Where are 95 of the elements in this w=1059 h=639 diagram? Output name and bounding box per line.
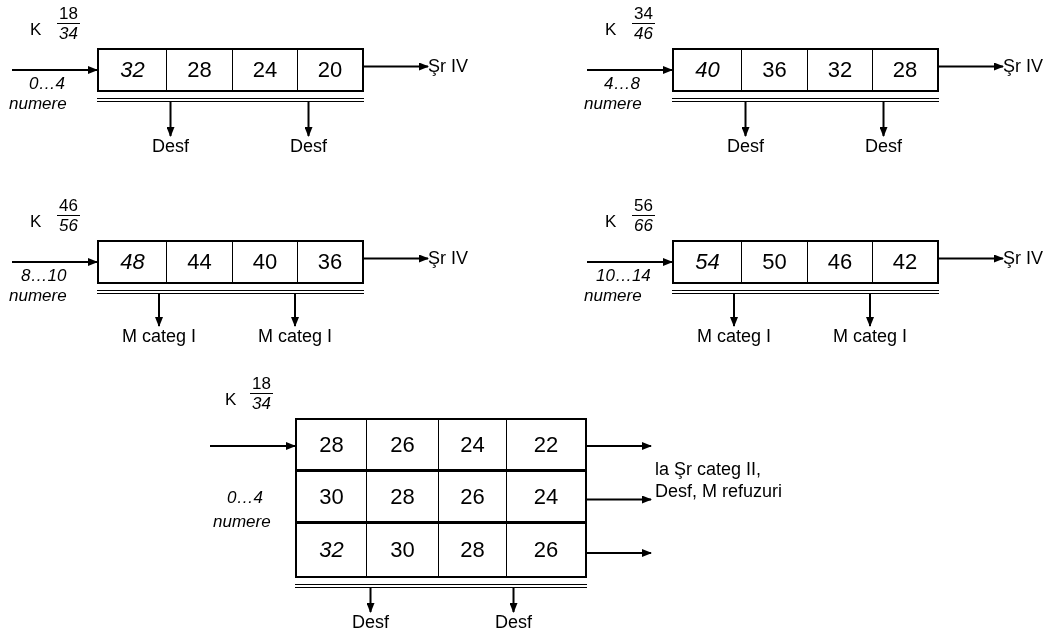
number-cell: 28 [167,50,233,90]
number-cell: 44 [167,242,233,282]
mesh-numerator: 46 [57,196,80,216]
number-cell: 32 [808,50,873,90]
sieve-mark: K [30,20,42,40]
arrow [938,254,1004,263]
number-cell: 30 [367,524,439,576]
sieve-table [672,48,939,102]
output-label: Şr IV [428,248,468,269]
number-cell: 26 [367,420,439,472]
arrow [363,62,429,71]
number-cell-text: 28 [891,56,919,84]
number-cell: 40 [674,50,742,90]
unit-label: numere [213,512,271,532]
output-label: Şr IV [428,56,468,77]
arrow [586,549,652,557]
arrow [879,101,888,137]
number-cell-text: 42 [891,248,919,276]
arrow [586,258,673,266]
number-cell-text: 36 [316,248,344,276]
number-cell: 26 [439,472,507,524]
sieve-table [672,240,939,294]
arrow [363,254,429,263]
sieve-mark: K [225,390,237,410]
arrow [11,66,98,74]
arrow [366,587,375,613]
mesh-denominator: 56 [58,216,79,235]
number-cell: 28 [297,420,367,472]
output-label: Desf [495,612,532,633]
mesh-denominator: 46 [633,24,654,43]
number-cell: 28 [439,524,507,576]
arrow [209,442,296,450]
unit-label: numere [9,286,67,306]
mesh-numerator: 56 [632,196,655,216]
arrow [938,62,1004,71]
number-cell: 32 [297,524,367,576]
number-cell: 46 [808,242,873,282]
number-cell: 40 [233,242,298,282]
arrow [509,587,518,613]
number-cell: 24 [233,50,298,90]
arrow [866,293,874,327]
mesh-denominator: 66 [633,216,654,235]
mesh-numerator: 34 [632,4,655,24]
output-label: Şr IV [1003,248,1043,269]
output-label: M categ I [833,326,908,347]
output-label: M categ I [697,326,772,347]
output-label: Desf [352,612,389,633]
mesh-numerator: 18 [57,4,80,24]
sieve-table [295,418,587,588]
range-label: 4…8 [604,74,640,94]
unit-label: numere [9,94,67,114]
arrow [166,101,175,137]
output-label: Şr IV [1003,56,1043,77]
arrow [730,293,738,327]
arrow [304,101,313,137]
output-label: Desf [727,136,764,157]
sieve-mark: K [605,20,617,40]
mesh-numerator: 18 [250,374,273,394]
range-label: 8…10 [21,266,67,286]
number-cell-text: 20 [316,56,344,84]
sieve-table [97,240,364,294]
arrow [11,258,98,266]
number-cell: 28 [367,472,439,524]
range-label: 0…4 [227,488,263,508]
number-cell: 32 [99,50,167,90]
number-cell: 54 [674,242,742,282]
output-label: Desf [865,136,902,157]
sieve-table [97,48,364,102]
number-cell-text: 26 [532,536,560,564]
arrow [586,442,652,450]
sieve-mark: K [30,212,42,232]
number-cell: 24 [507,472,585,524]
arrow [155,293,163,327]
output-label: M categ I [122,326,197,347]
output-label: Desf [152,136,189,157]
number-cell: 22 [507,420,585,472]
output-label: la Şr categ II, Desf, M refuzuri [655,458,805,502]
number-cell: 48 [99,242,167,282]
mesh-denominator: 34 [251,394,272,413]
arrow [586,495,652,504]
arrow [291,293,299,327]
range-label: 0…4 [29,74,65,94]
output-label: Desf [290,136,327,157]
output-label: M categ I [258,326,333,347]
mesh-denominator: 34 [58,24,79,43]
sieve-mark: K [605,212,617,232]
arrow [586,66,673,74]
number-cell: 36 [742,50,808,90]
number-cell: 24 [439,420,507,472]
number-cell: 50 [742,242,808,282]
arrow [741,101,750,137]
unit-label: numere [584,286,642,306]
number-cell: 30 [297,472,367,524]
range-label: 10…14 [596,266,651,286]
unit-label: numere [584,94,642,114]
